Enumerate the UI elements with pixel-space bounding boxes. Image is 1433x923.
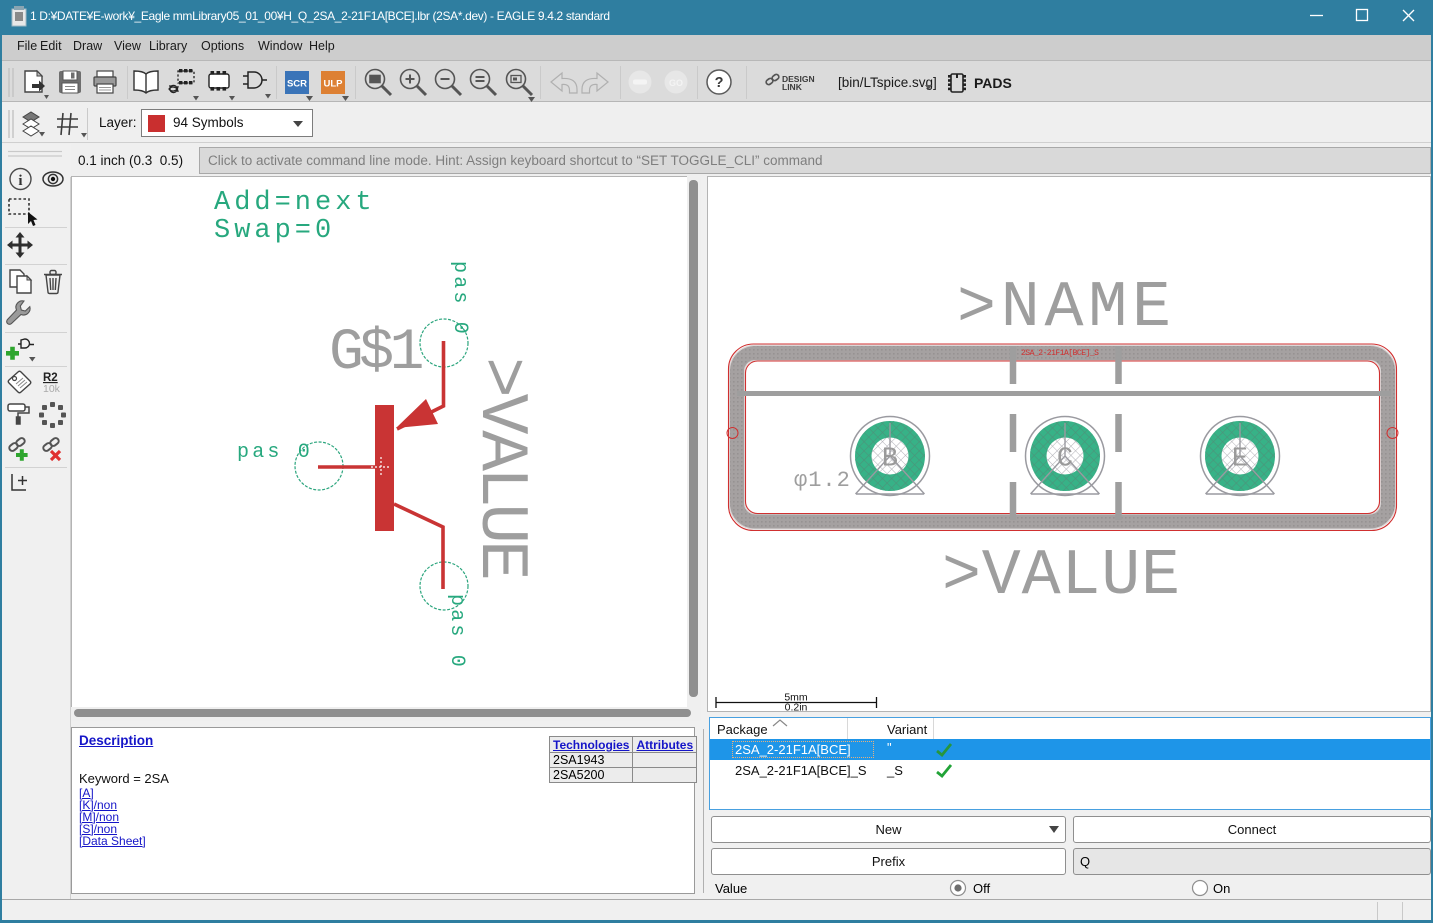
svg-text:B: B [882,445,898,475]
svg-text:ULP: ULP [324,79,344,90]
svg-text:C: C [1057,445,1073,475]
svg-text:>NAME: >NAME [957,271,1176,345]
svg-text:?: ? [715,75,724,91]
svg-text:pas 0: pas 0 [237,441,313,464]
svg-text:>VALUE: >VALUE [462,357,539,578]
svg-text:GO: GO [669,78,683,88]
svg-text:5mm: 5mm [784,692,808,704]
svg-text:LINK: LINK [782,82,803,92]
svg-text:G$1: G$1 [329,321,422,386]
svg-text:pas 0: pas 0 [445,594,468,670]
svg-text:PADS: PADS [974,75,1012,91]
svg-text:10k: 10k [43,383,61,395]
svg-text:2SA_2-21F1A[BCE]_S: 2SA_2-21F1A[BCE]_S [1021,349,1099,358]
svg-text:Add=next: Add=next [214,188,376,218]
svg-text:SCR: SCR [287,79,307,90]
svg-text:R2: R2 [43,372,58,384]
svg-text:0.2in: 0.2in [785,702,808,712]
svg-text:>VALUE: >VALUE [942,539,1181,613]
svg-text:pas 0: pas 0 [448,261,471,337]
svg-text:φ1.2: φ1.2 [794,468,851,493]
svg-text:[bin/LTspice.svg]: [bin/LTspice.svg] [838,75,937,90]
svg-text:Swap=0: Swap=0 [214,216,335,246]
svg-text:E: E [1232,445,1248,475]
svg-text:DESIGN: DESIGN [782,74,815,84]
svg-text:i: i [18,173,22,189]
